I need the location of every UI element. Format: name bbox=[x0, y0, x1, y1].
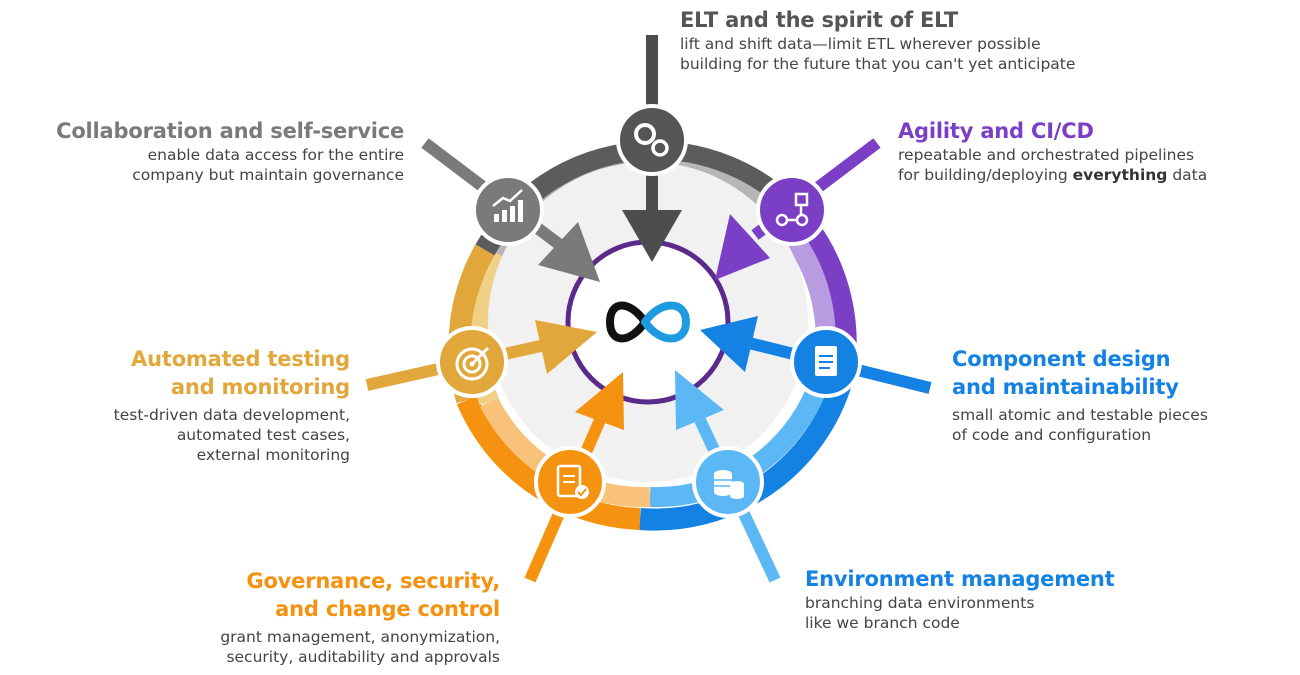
description-line: automated test cases, bbox=[176, 426, 350, 444]
section-collaboration: Collaboration and self-service enable da… bbox=[20, 117, 404, 185]
description-line: branching data environments bbox=[805, 594, 1035, 612]
description-line: test-driven data development, bbox=[113, 406, 350, 424]
description-line: building for the future that you can't y… bbox=[680, 55, 1076, 73]
pipeline-flow-icon bbox=[756, 174, 828, 246]
section-description: test-driven data development, automated … bbox=[20, 405, 350, 465]
description-line: enable data access for the entire bbox=[147, 146, 404, 164]
description-line: company but maintain governance bbox=[132, 166, 404, 184]
title-line: Automated testing bbox=[131, 347, 350, 371]
section-title: Agility and CI/CD bbox=[898, 119, 1094, 143]
section-title: Environment management bbox=[805, 567, 1115, 591]
clipboard-check-icon bbox=[534, 446, 606, 518]
infinity-logo-icon bbox=[605, 301, 691, 343]
section-governance: Governance, security, and change control… bbox=[170, 567, 500, 667]
section-environment: Environment management branching data en… bbox=[805, 565, 1145, 633]
title-line: Component design bbox=[952, 347, 1171, 371]
section-title: Collaboration and self-service bbox=[56, 119, 404, 143]
section-title: Component design and maintainability bbox=[952, 345, 1282, 401]
ring-segment-blue bbox=[639, 376, 853, 531]
target-icon bbox=[436, 326, 508, 398]
title-line: Governance, security, bbox=[246, 569, 500, 593]
description-line: repeatable and orchestrated pipelines bbox=[898, 146, 1195, 164]
description-line: lift and shift data—limit ETL wherever p… bbox=[680, 35, 1041, 53]
section-description: lift and shift data—limit ETL wherever p… bbox=[680, 34, 1150, 74]
title-line: and maintainability bbox=[952, 375, 1179, 399]
gears-icon bbox=[616, 104, 688, 176]
description-text: for building/deploying bbox=[898, 166, 1073, 184]
title-line: and change control bbox=[275, 597, 500, 621]
section-description: small atomic and testable pieces of code… bbox=[952, 405, 1282, 445]
description-line: like we branch code bbox=[805, 614, 960, 632]
section-testing: Automated testing and monitoring test-dr… bbox=[20, 345, 351, 465]
section-component: Component design and maintainability sma… bbox=[952, 345, 1282, 445]
section-description: branching data environments like we bran… bbox=[805, 593, 1145, 633]
section-description: enable data access for the entire compan… bbox=[20, 145, 404, 185]
description-line: grant management, anonymization, bbox=[220, 628, 500, 646]
section-description: grant management, anonymization, securit… bbox=[170, 627, 500, 667]
section-elt: ELT and the spirit of ELT lift and shift… bbox=[680, 6, 1150, 74]
section-agility: Agility and CI/CD repeatable and orchest… bbox=[898, 117, 1278, 185]
database-icon bbox=[692, 446, 764, 518]
section-title: Governance, security, and change control bbox=[170, 567, 500, 623]
section-title: ELT and the spirit of ELT bbox=[680, 8, 958, 32]
description-line: external monitoring bbox=[196, 446, 350, 464]
title-line: and monitoring bbox=[170, 375, 350, 399]
description-line: of code and configuration bbox=[952, 426, 1152, 444]
section-description: repeatable and orchestrated pipelines fo… bbox=[898, 145, 1278, 185]
document-icon bbox=[790, 326, 862, 398]
description-text: data bbox=[1167, 166, 1208, 184]
growth-chart-icon bbox=[472, 174, 544, 246]
description-line: for building/deploying everything data bbox=[898, 165, 1278, 185]
description-line: security, auditability and approvals bbox=[226, 648, 500, 666]
description-line: small atomic and testable pieces bbox=[952, 406, 1208, 424]
description-emphasis: everything bbox=[1072, 166, 1168, 184]
section-title: Automated testing and monitoring bbox=[20, 345, 350, 401]
